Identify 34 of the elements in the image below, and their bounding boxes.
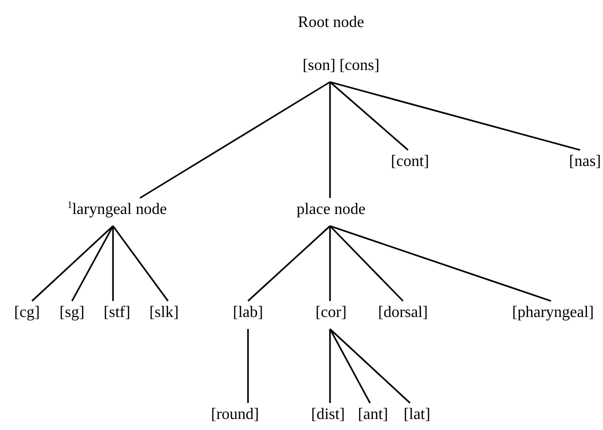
feature-label: place node <box>296 200 366 220</box>
feature-label: [stf] <box>102 303 132 323</box>
feature-label: [ant] <box>356 405 390 425</box>
tree-branch <box>329 329 331 403</box>
tree-branch <box>330 81 580 151</box>
feature-label: [pharyngeal] <box>511 303 595 323</box>
feature-label: [round] <box>210 405 260 425</box>
feature-label: [dorsal] <box>377 303 429 323</box>
tree-branch <box>140 81 330 199</box>
feature-label: [sg] <box>58 303 86 323</box>
tree-branch <box>330 225 552 302</box>
feature-label: $^{1}$laryngeal node <box>66 200 168 220</box>
feature-label: [slk] <box>148 303 180 323</box>
tree-branch <box>112 226 169 302</box>
feature-label: [cor] <box>314 303 348 323</box>
tree-branch <box>247 329 249 403</box>
tree-branch <box>31 225 114 302</box>
tree-branch <box>112 226 114 301</box>
feature-label: [lab] <box>232 303 264 323</box>
tree-branch <box>329 226 331 301</box>
tree-branch <box>247 225 331 302</box>
tree-branch <box>329 82 331 198</box>
tree-branch <box>71 226 114 302</box>
feature-label: [lat] <box>402 405 432 425</box>
tree-branch <box>329 328 371 404</box>
node-caption: Root node <box>298 13 364 33</box>
tree-branch <box>329 225 404 302</box>
feature-label: [son] [cons] <box>302 56 380 76</box>
feature-label: [cont] <box>390 152 430 172</box>
feature-label: [nas] <box>568 152 602 172</box>
feature-label: [dist] <box>310 405 346 425</box>
tree-branch <box>329 328 411 404</box>
feature-label: [cg] <box>13 303 41 323</box>
tree-branch <box>329 81 409 151</box>
